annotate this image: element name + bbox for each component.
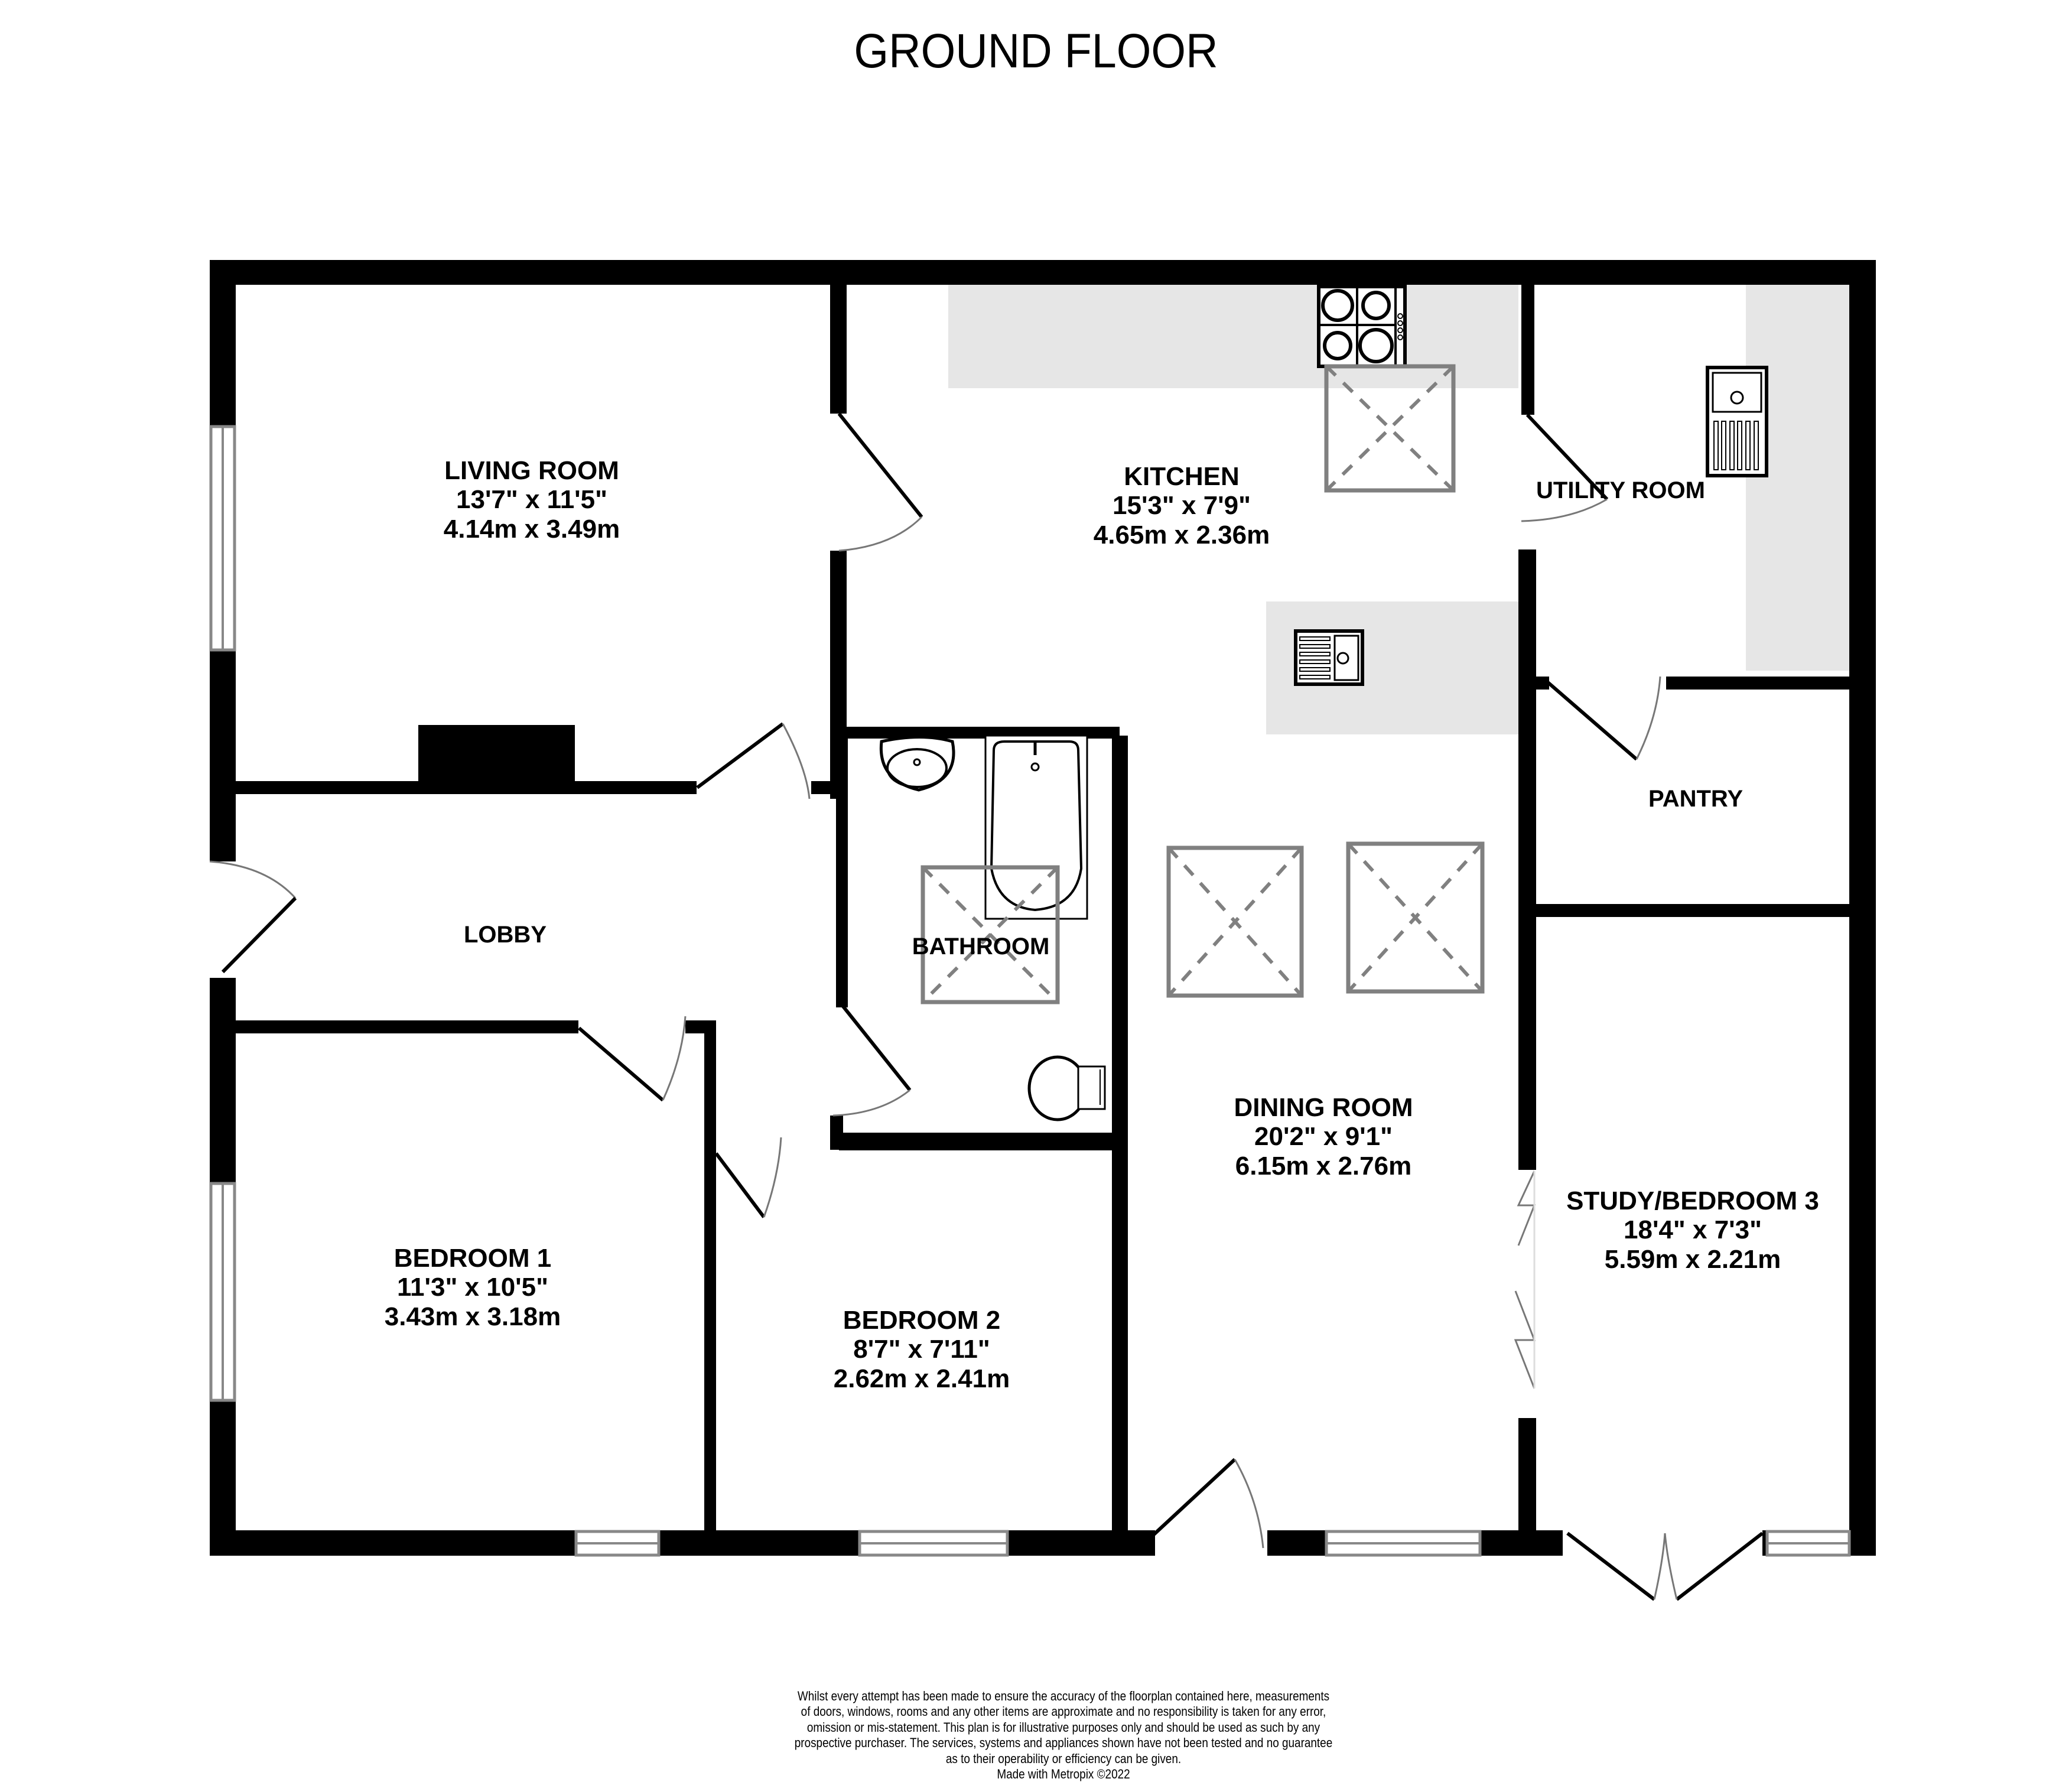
skylight-icon-dining-2 <box>1346 841 1485 994</box>
disclaimer-line: Whilst every attempt has been made to en… <box>797 1689 1330 1703</box>
room-dim-metric: 4.65m x 2.36m <box>1093 520 1270 549</box>
room-label-kitchen: KITCHEN 15'3" x 7'9" 4.65m x 2.36m <box>1063 462 1300 549</box>
wall-top <box>210 260 1876 285</box>
hob-icon <box>1317 285 1407 368</box>
room-dim-imperial: 20'2" x 9'1" <box>1254 1122 1393 1152</box>
skylight-icon-bathroom <box>920 865 1060 1004</box>
room-name: PANTRY <box>1648 786 1743 812</box>
wall-kitchen-utility-1 <box>1521 285 1534 415</box>
disclaimer-line: as to their operability or efficiency ca… <box>945 1751 1182 1766</box>
room-name: LOBBY <box>464 922 547 948</box>
skylight-icon-kitchen <box>1324 364 1456 493</box>
credit: Made with Metropix ©2022 <box>997 1766 1130 1781</box>
room-dim-metric: 4.14m x 3.49m <box>443 514 620 544</box>
skylight-icon-dining-1 <box>1166 846 1304 998</box>
fireplace <box>418 725 575 781</box>
wall-pantry-stub <box>1536 677 1549 690</box>
room-dim-metric: 3.43m x 3.18m <box>384 1302 561 1331</box>
door-kitchen-utility[interactable] <box>1521 413 1609 522</box>
room-label-utility-room: UTILITY ROOM <box>1520 477 1721 504</box>
kitchen-worktop-top <box>948 285 1518 388</box>
bath-icon <box>984 734 1088 920</box>
room-label-bedroom-2: BEDROOM 2 8'7" x 7'11" 2.62m x 2.41m <box>804 1306 1040 1393</box>
room-dim-imperial: 15'3" x 7'9" <box>1113 491 1251 521</box>
room-name: BEDROOM 1 <box>393 1244 552 1273</box>
wall-dining-study <box>1518 1418 1536 1556</box>
door-utility-pantry[interactable] <box>1547 676 1661 761</box>
wall-left-4 <box>210 1400 236 1556</box>
room-dim-imperial: 8'7" x 7'11" <box>853 1335 990 1364</box>
wall-bottom-6 <box>1762 1530 1767 1556</box>
wall-living-kitchen-1 <box>830 285 847 414</box>
door-front-entrance[interactable] <box>209 860 297 974</box>
room-name: KITCHEN <box>1124 462 1240 491</box>
wall-bottom-1 <box>210 1530 576 1556</box>
room-name: BEDROOM 2 <box>843 1306 1001 1335</box>
window-study <box>1765 1530 1851 1557</box>
window-bedroom-1 <box>574 1530 661 1557</box>
wall-living-lobby <box>236 781 697 794</box>
disclaimer-line: omission or mis-statement. This plan is … <box>806 1719 1320 1735</box>
french-doors-study[interactable] <box>1566 1531 1764 1601</box>
window-bedroom-2 <box>858 1530 1009 1557</box>
wall-bottom-2 <box>659 1530 860 1556</box>
room-label-study-bedroom-3: STUDY/BEDROOM 3 18'4" x 7'3" 5.59m x 2.2… <box>1536 1186 1849 1274</box>
wall-bath-bottom <box>839 1133 1117 1150</box>
door-dining-patio[interactable] <box>1152 1458 1264 1549</box>
disclaimer-line: of doors, windows, rooms and any other i… <box>801 1704 1326 1719</box>
toilet-icon <box>1027 1055 1106 1121</box>
kitchen-sink-icon <box>1294 629 1364 686</box>
wall-bottom-3 <box>1007 1530 1155 1556</box>
room-name: LIVING ROOM <box>444 456 619 485</box>
room-label-lobby: LOBBY <box>414 922 597 948</box>
window-living-room <box>209 425 236 652</box>
room-label-bathroom: BATHROOM <box>886 934 1075 960</box>
room-label-living-room: LIVING ROOM 13'7" x 11'5" 4.14m x 3.49m <box>414 456 650 544</box>
wall-left-2 <box>210 650 236 861</box>
wall-left-3 <box>210 978 236 1183</box>
door-lobby-bedroom-1[interactable] <box>578 1016 687 1102</box>
room-label-dining-room: DINING ROOM 20'2" x 9'1" 6.15m x 2.76m <box>1205 1093 1442 1181</box>
room-name: UTILITY ROOM <box>1536 477 1705 503</box>
wall-right <box>1849 260 1876 1556</box>
wall-pantry-study <box>1536 904 1849 917</box>
door-living-kitchen[interactable] <box>837 412 923 552</box>
room-dim-imperial: 13'7" x 11'5" <box>456 485 607 515</box>
page-title: GROUND FLOOR <box>854 24 1218 78</box>
disclaimer: Whilst every attempt has been made to en… <box>733 1689 1394 1782</box>
wall-bottom-4 <box>1267 1530 1331 1556</box>
wall-utility-pantry <box>1666 677 1849 690</box>
window-dining-room <box>1325 1530 1482 1557</box>
wall-lobby-bath <box>836 727 848 1007</box>
room-name: BATHROOM <box>912 934 1050 960</box>
door-lobby-bathroom[interactable] <box>832 1001 912 1117</box>
wall-bed1-bed2 <box>704 1020 716 1556</box>
wall-left-1 <box>210 260 236 427</box>
room-dim-metric: 5.59m x 2.21m <box>1604 1244 1781 1274</box>
room-dim-imperial: 11'3" x 10'5" <box>397 1273 548 1302</box>
room-label-bedroom-1: BEDROOM 1 11'3" x 10'5" 3.43m x 3.18m <box>354 1244 591 1331</box>
utility-sink-icon <box>1706 366 1768 477</box>
window-bedroom-1-side <box>209 1182 236 1402</box>
room-dim-imperial: 18'4" x 7'3" <box>1624 1215 1762 1245</box>
room-dim-metric: 2.62m x 2.41m <box>833 1364 1010 1393</box>
basin-icon <box>879 736 955 792</box>
wall-bath-door-stub <box>830 1116 843 1150</box>
door-lobby-bedroom-2[interactable] <box>714 1137 782 1218</box>
utility-worktop <box>1746 285 1849 671</box>
disclaimer-line: prospective purchaser. The services, sys… <box>794 1735 1333 1751</box>
room-name: DINING ROOM <box>1234 1093 1413 1122</box>
bifold-door-dining-study[interactable] <box>1514 1170 1536 1389</box>
door-living-lobby[interactable] <box>696 722 811 799</box>
room-label-pantry: PANTRY <box>1607 786 1784 812</box>
room-name: STUDY/BEDROOM 3 <box>1566 1186 1819 1215</box>
room-dim-metric: 6.15m x 2.76m <box>1235 1151 1412 1181</box>
wall-lobby-bed1 <box>236 1020 578 1033</box>
wall-kitchen-utility-2 <box>1518 549 1536 1170</box>
